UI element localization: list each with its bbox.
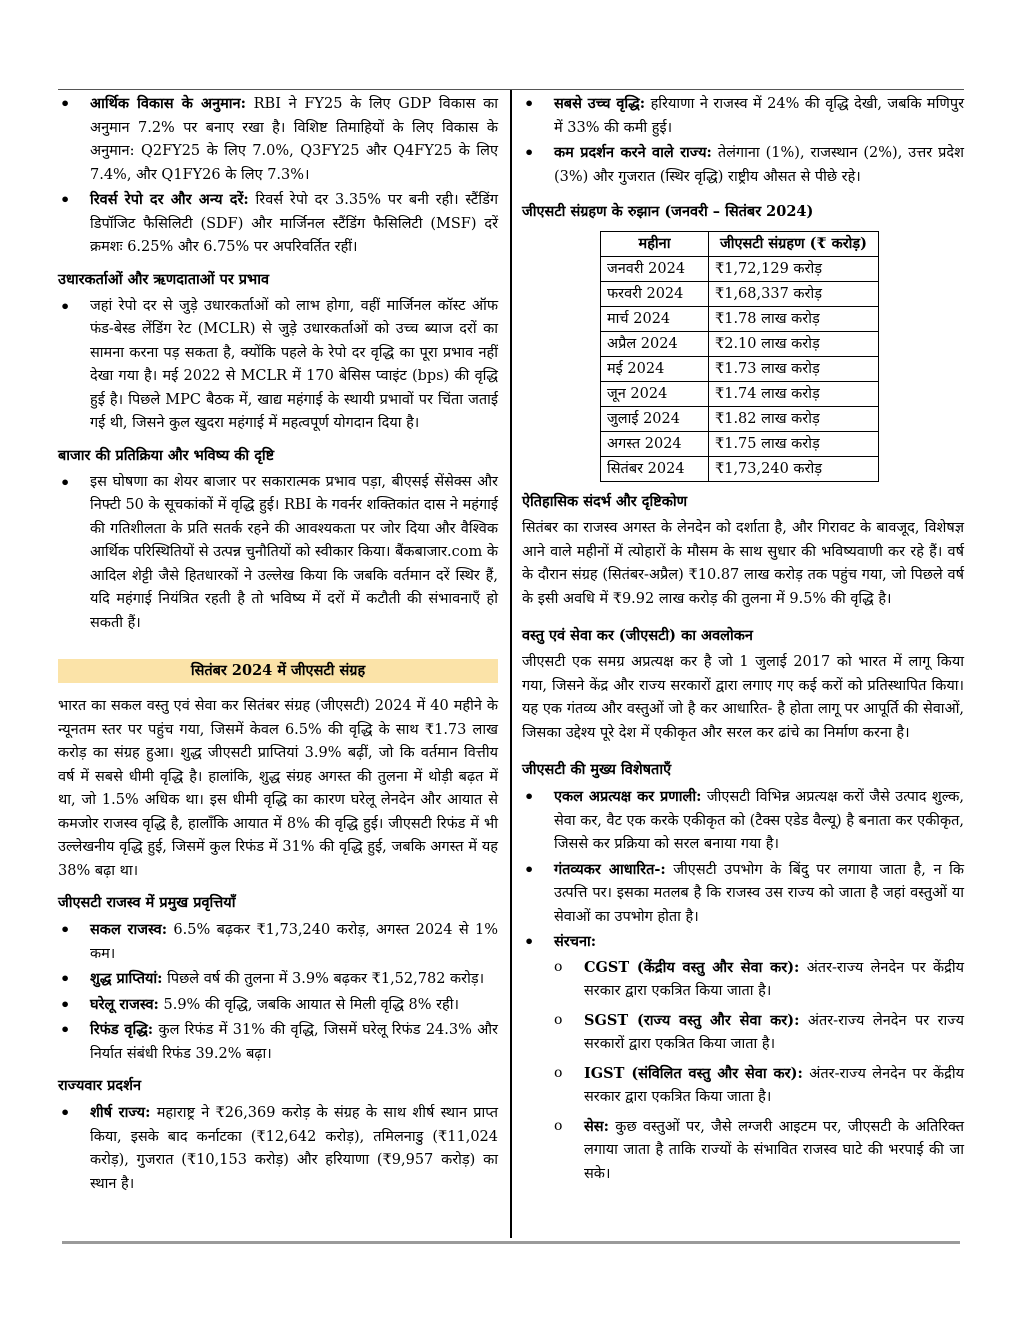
left-column: आर्थिक विकास के अनुमान: RBI ने FY25 के ल… xyxy=(58,92,498,1197)
month-cell: सितंबर 2024 xyxy=(600,456,709,482)
list-item: रिफंड वृद्धि: कुल रिफंड में 31% की वृद्ध… xyxy=(58,1018,498,1066)
list-item: CGST (केंद्रीय वस्तु और सेवा कर): अंतर-र… xyxy=(522,956,964,1004)
list-item: SGST (राज्य वस्तु और सेवा कर): अंतर-राज्… xyxy=(522,1009,964,1057)
section-heading-market: बाजार की प्रतिक्रिया और भविष्य की दृष्टि xyxy=(58,446,275,464)
column-header-month: महीना xyxy=(600,231,709,257)
column-header-collection: जीएसटी संग्रहण (₹ करोड़) xyxy=(708,231,879,257)
section-heading-borrowers: उधारकर्ताओं और ऋणदाताओं पर प्रभाव xyxy=(58,270,270,288)
value-cell: ₹1.78 लाख करोड़ xyxy=(708,306,879,332)
value-cell: ₹1,68,337 करोड़ xyxy=(708,281,879,307)
table-row: सितंबर 2024₹1,73,240 करोड़ xyxy=(600,456,879,482)
value-cell: ₹1,73,240 करोड़ xyxy=(708,456,879,482)
list-item: शीर्ष राज्य: महाराष्ट्र ने ₹26,369 करोड़… xyxy=(58,1101,498,1196)
bottom-rule xyxy=(62,1241,960,1244)
table-row: जुलाई 2024₹1.82 लाख करोड़ xyxy=(600,406,879,432)
month-cell: मई 2024 xyxy=(600,356,709,382)
section-heading-table: जीएसटी संग्रहण के रुझान (जनवरी – सितंबर … xyxy=(522,203,814,220)
month-cell: अगस्त 2024 xyxy=(600,431,709,457)
list-item: रिवर्स रेपो दर और अन्य दरें: रिवर्स रेपो… xyxy=(58,188,498,260)
list-item: इस घोषणा का शेयर बाजार पर सकारात्मक प्रभ… xyxy=(58,471,498,636)
list-item: जहां रेपो दर से जुड़े उधारकर्ताओं को लाभ… xyxy=(58,295,498,436)
month-cell: फरवरी 2024 xyxy=(600,281,709,307)
list-item: सबसे उच्च वृद्धि: हरियाणा ने राजस्व में … xyxy=(522,92,964,140)
history-paragraph: सितंबर का राजस्व अगस्त के लेनदेन को दर्श… xyxy=(522,520,964,607)
month-cell: अप्रैल 2024 xyxy=(600,331,709,357)
gst-collection-table: महीना जीएसटी संग्रहण (₹ करोड़) जनवरी 202… xyxy=(600,231,879,482)
value-cell: ₹1,72,129 करोड़ xyxy=(708,256,879,282)
section-heading-features: जीएसटी की मुख्य विशेषताएँ xyxy=(522,761,672,778)
overview-paragraph: जीएसटी एक समग्र अप्रत्यक्ष कर है जो 1 जु… xyxy=(522,654,964,741)
month-cell: जुलाई 2024 xyxy=(600,406,709,432)
value-cell: ₹1.75 लाख करोड़ xyxy=(708,431,879,457)
list-item: शुद्ध प्राप्तियां: पिछले वर्ष की तुलना म… xyxy=(58,967,498,992)
features-list: एकल अप्रत्यक्ष कर प्रणाली: जीएसटी विभिन्… xyxy=(522,785,964,955)
table-row: अप्रैल 2024₹2.10 लाख करोड़ xyxy=(600,331,879,357)
table-row: फरवरी 2024₹1,68,337 करोड़ xyxy=(600,281,879,307)
month-cell: मार्च 2024 xyxy=(600,306,709,332)
top-rule xyxy=(58,89,964,90)
section-heading-overview: वस्तु एवं सेवा कर (जीएसटी) का अवलोकन xyxy=(522,627,753,644)
structure-sublist: CGST (केंद्रीय वस्तु और सेवा कर): अंतर-र… xyxy=(522,956,964,1187)
month-cell: जून 2024 xyxy=(600,381,709,407)
list-item: घरेलू राजस्व: 5.9% की वृद्धि, जबकि आयात … xyxy=(58,993,498,1018)
table-row: जनवरी 2024₹1,72,129 करोड़ xyxy=(600,256,879,282)
section-heading-state: राज्यवार प्रदर्शन xyxy=(58,1077,142,1094)
value-cell: ₹1.82 लाख करोड़ xyxy=(708,406,879,432)
value-cell: ₹1.74 लाख करोड़ xyxy=(708,381,879,407)
right-column: सबसे उच्च वृद्धि: हरियाणा ने राजस्व में … xyxy=(522,92,964,1191)
column-divider xyxy=(510,90,512,1238)
table-row: मार्च 2024₹1.78 लाख करोड़ xyxy=(600,306,879,332)
rbi-bullets: आर्थिक विकास के अनुमान: RBI ने FY25 के ल… xyxy=(58,92,498,260)
trends-list: सकल राजस्व: 6.5% बढ़कर ₹1,73,240 करोड़, … xyxy=(58,918,498,1066)
gst-intro-paragraph: भारत का सकल वस्तु एवं सेवा कर सितंबर संग… xyxy=(58,698,498,879)
section-heading-trends: जीएसटी राजस्व में प्रमुख प्रवृत्तियाँ xyxy=(58,894,236,911)
list-item: सेस: कुछ वस्तुओं पर, जैसे लग्जरी आइटम पर… xyxy=(522,1115,964,1187)
value-cell: ₹1.73 लाख करोड़ xyxy=(708,356,879,382)
list-item: एकल अप्रत्यक्ष कर प्रणाली: जीएसटी विभिन्… xyxy=(522,785,964,857)
section-heading-history: ऐतिहासिक संदर्भ और दृष्टिकोण xyxy=(522,493,688,510)
table-row: अगस्त 2024₹1.75 लाख करोड़ xyxy=(600,431,879,457)
month-cell: जनवरी 2024 xyxy=(600,256,709,282)
value-cell: ₹2.10 लाख करोड़ xyxy=(708,331,879,357)
table-row: जून 2024₹1.74 लाख करोड़ xyxy=(600,381,879,407)
table-header-row: महीना जीएसटी संग्रहण (₹ करोड़) xyxy=(600,231,879,257)
list-item: सकल राजस्व: 6.5% बढ़कर ₹1,73,240 करोड़, … xyxy=(58,918,498,966)
list-item: गंतव्यकर आधारित-: जीएसटी उपभोग के बिंदु … xyxy=(522,858,964,930)
list-item: संरचना: xyxy=(522,930,964,955)
table-row: मई 2024₹1.73 लाख करोड़ xyxy=(600,356,879,382)
list-item: कम प्रदर्शन करने वाले राज्य: तेलंगाना (1… xyxy=(522,141,964,189)
list-item: आर्थिक विकास के अनुमान: RBI ने FY25 के ल… xyxy=(58,92,498,187)
gst-section-banner: सितंबर 2024 में जीएसटी संग्रह xyxy=(58,659,498,683)
list-item: IGST (संविलित वस्तु और सेवा कर): अंतर-रा… xyxy=(522,1062,964,1110)
